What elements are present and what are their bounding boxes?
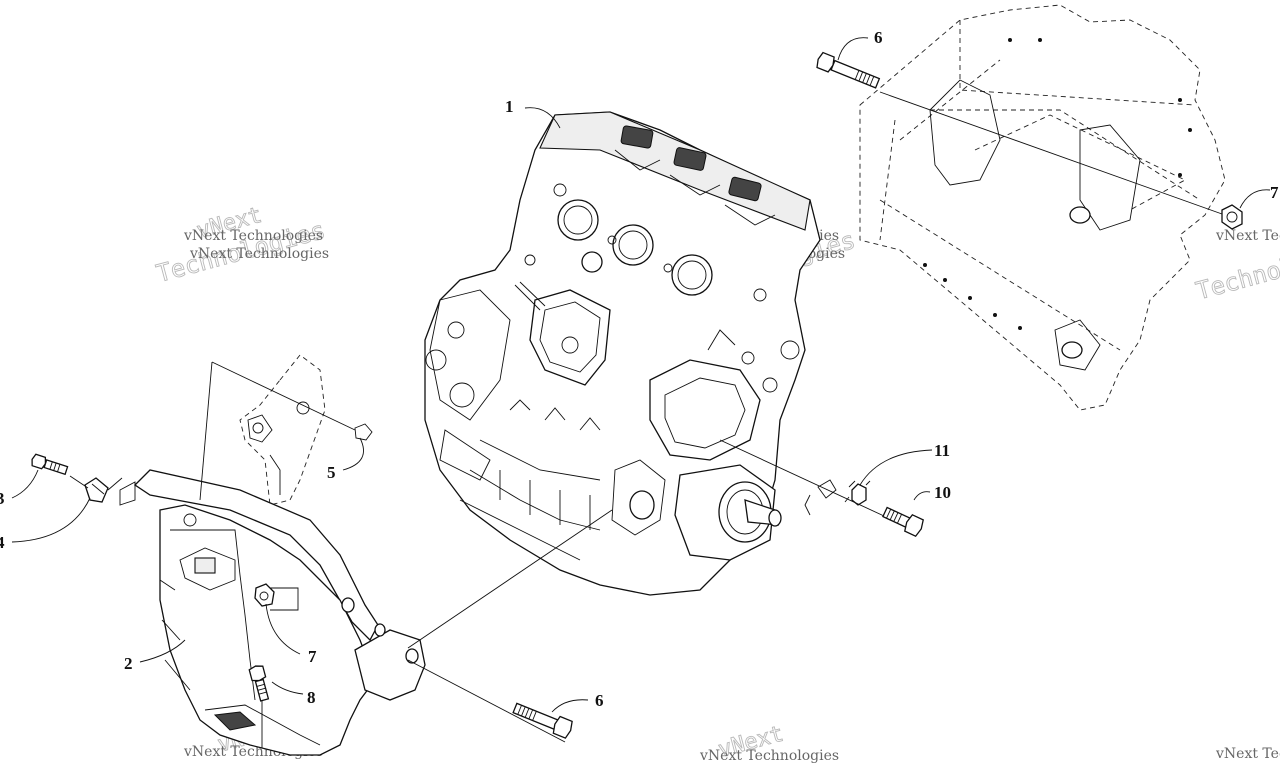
callout-3: 3 [0,489,5,508]
bracket-clip [804,479,837,516]
oil-cover [514,281,611,386]
mount-bracket-upper [239,354,373,506]
nut-7-upper [1221,204,1243,230]
watermark-text: vNext Technologies [189,246,329,262]
bolt-8 [248,665,270,702]
callout-leaders [11,37,1271,713]
callout-4: 4 [0,533,5,552]
callout-8: 8 [307,688,316,707]
intake-ports [557,199,713,296]
callout-5: 5 [327,463,336,482]
assembly-lines [69,91,1223,748]
front-mount-plate [119,469,426,756]
callout-6: 6 [874,28,883,47]
bolt-10 [882,506,924,538]
callout-1: 1 [505,97,514,116]
watermark-text: vNext Technologies [699,748,839,764]
water-pump [649,329,778,461]
engine-assembly [424,111,821,596]
callout-7: 7 [308,647,317,666]
chassis-frame [859,4,1226,411]
callout-2: 2 [124,654,133,673]
nut-4 [84,477,109,503]
bolt-3 [31,453,69,476]
watermark-text: vNext Technologies [1215,228,1280,244]
nut-7-lower [254,583,275,607]
bolt-6-lower [512,702,573,739]
lock-washer-11 [844,480,871,506]
watermark-text: vNext Technologies [183,228,323,244]
watermark-text: vNext Technologies [1215,746,1280,762]
drive-flange [674,464,782,561]
callout-6: 6 [595,691,604,710]
bolt-6-upper [816,51,881,89]
watermark-line2: Technologies [1193,233,1280,305]
callout-labels: 1 2 3 4 5 6 6 7 7 8 10 11 [0,28,1279,710]
callout-10: 10 [934,483,951,502]
callout-7: 7 [1270,183,1279,202]
callout-11: 11 [934,441,950,460]
